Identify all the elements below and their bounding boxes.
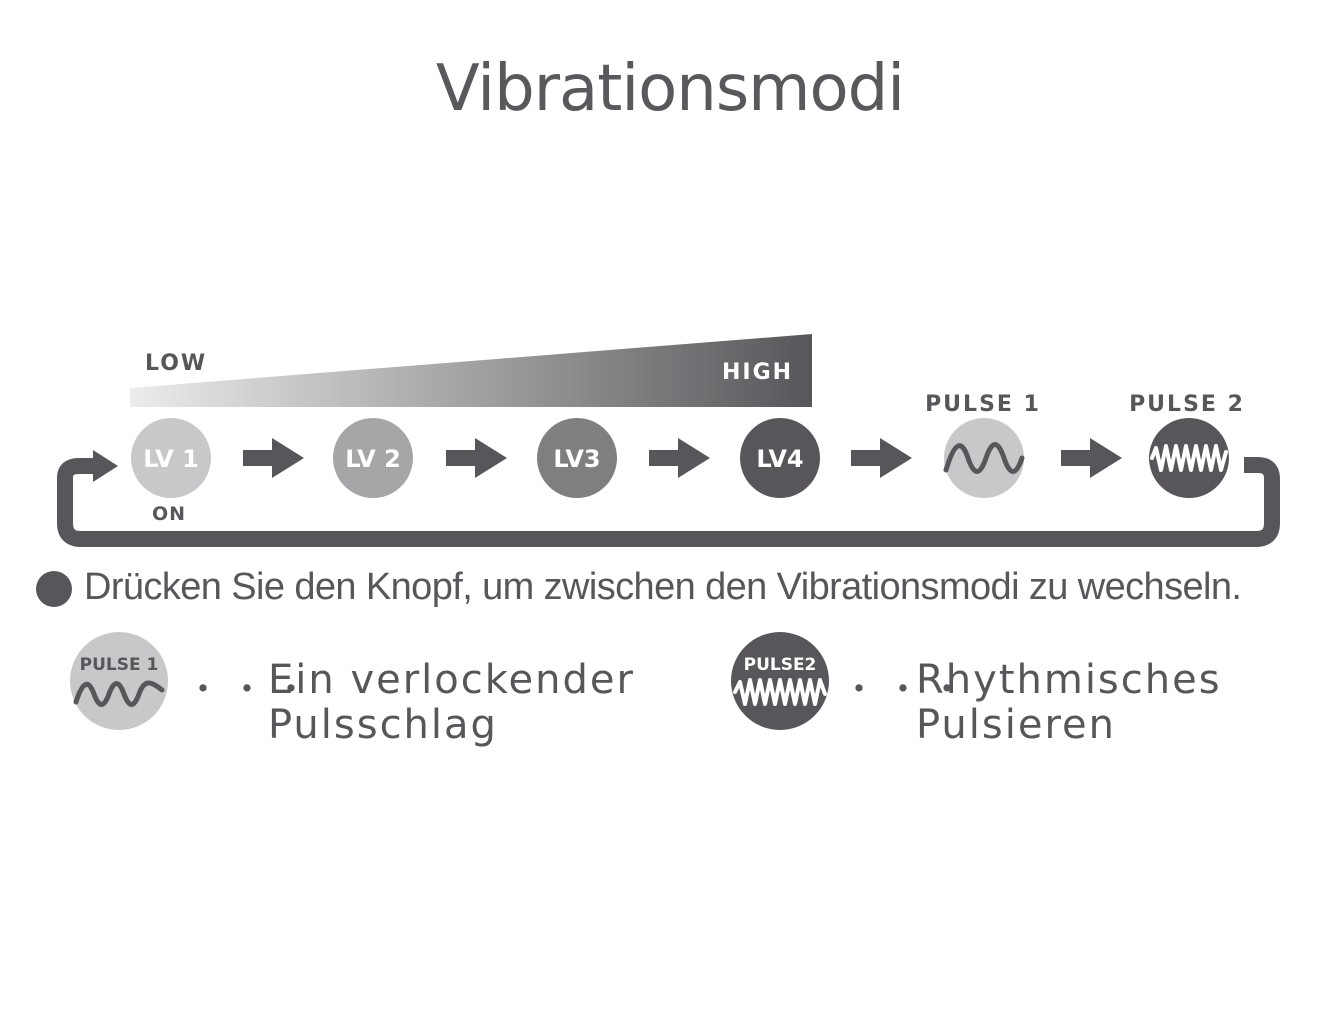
page-title: Vibrationsmodi — [435, 52, 905, 126]
sine-wave-icon — [943, 442, 1025, 474]
mode-pulse2-label: PULSE 2 — [1129, 392, 1245, 417]
mode-lv1: LV 1 — [131, 418, 211, 498]
legend-badge-pulse1: PULSE 1 — [70, 632, 168, 730]
low-label: LOW — [145, 351, 207, 376]
legend-dots: ・・・ — [186, 670, 318, 710]
mode-lv2: LV 2 — [333, 418, 413, 498]
sine-wave-icon — [73, 680, 165, 707]
dense-wave-icon — [733, 678, 827, 706]
mode-pulse2: PULSE 2 — [1129, 392, 1245, 498]
legend-pulse1-line1: Ein verlockender — [268, 657, 635, 703]
mode-lv1-label: LV 1 — [143, 445, 199, 473]
step-arrow-icon — [649, 438, 710, 478]
step-arrow-icon — [1061, 438, 1122, 478]
mode-lv3: LV3 — [537, 418, 617, 498]
mode-pulse1: PULSE 1 — [925, 392, 1041, 498]
legend-pulse1-line2: Pulsschlag — [268, 702, 498, 748]
legend-pulse2-description: Rhythmisches Pulsieren — [916, 658, 1222, 748]
legend-pulse2-line2: Pulsieren — [916, 702, 1116, 748]
instruction-text: Drücken Sie den Knopf, um zwischen den V… — [84, 566, 1242, 608]
step-arrow-icon — [851, 438, 912, 478]
dense-wave-icon — [1150, 444, 1228, 472]
cycle-return-loop — [57, 457, 1280, 547]
mode-lv2-label: LV 2 — [345, 445, 401, 473]
mode-lv3-label: LV3 — [553, 445, 600, 473]
legend-pulse2-line1: Rhythmisches — [916, 657, 1222, 703]
legend-dots: ・・・ — [842, 670, 974, 710]
legend-badge-pulse2: PULSE2 — [731, 632, 829, 730]
mode-lv4: LV4 — [740, 418, 820, 498]
legend-pulse1-description: Ein verlockender Pulsschlag — [268, 658, 635, 748]
on-label: ON — [152, 503, 186, 525]
high-label: HIGH — [722, 360, 793, 385]
mode-pulse1-label: PULSE 1 — [925, 392, 1041, 417]
legend-badge-pulse1-label: PULSE 1 — [80, 655, 159, 675]
step-arrow-icon — [243, 438, 304, 478]
legend-badge-pulse2-label: PULSE2 — [744, 655, 817, 675]
step-arrow-icon — [446, 438, 507, 478]
mode-lv4-label: LV4 — [756, 445, 803, 473]
bullet-icon — [36, 571, 72, 607]
loop-arrowhead-icon — [93, 450, 118, 482]
intensity-gradient-wedge — [130, 334, 812, 407]
